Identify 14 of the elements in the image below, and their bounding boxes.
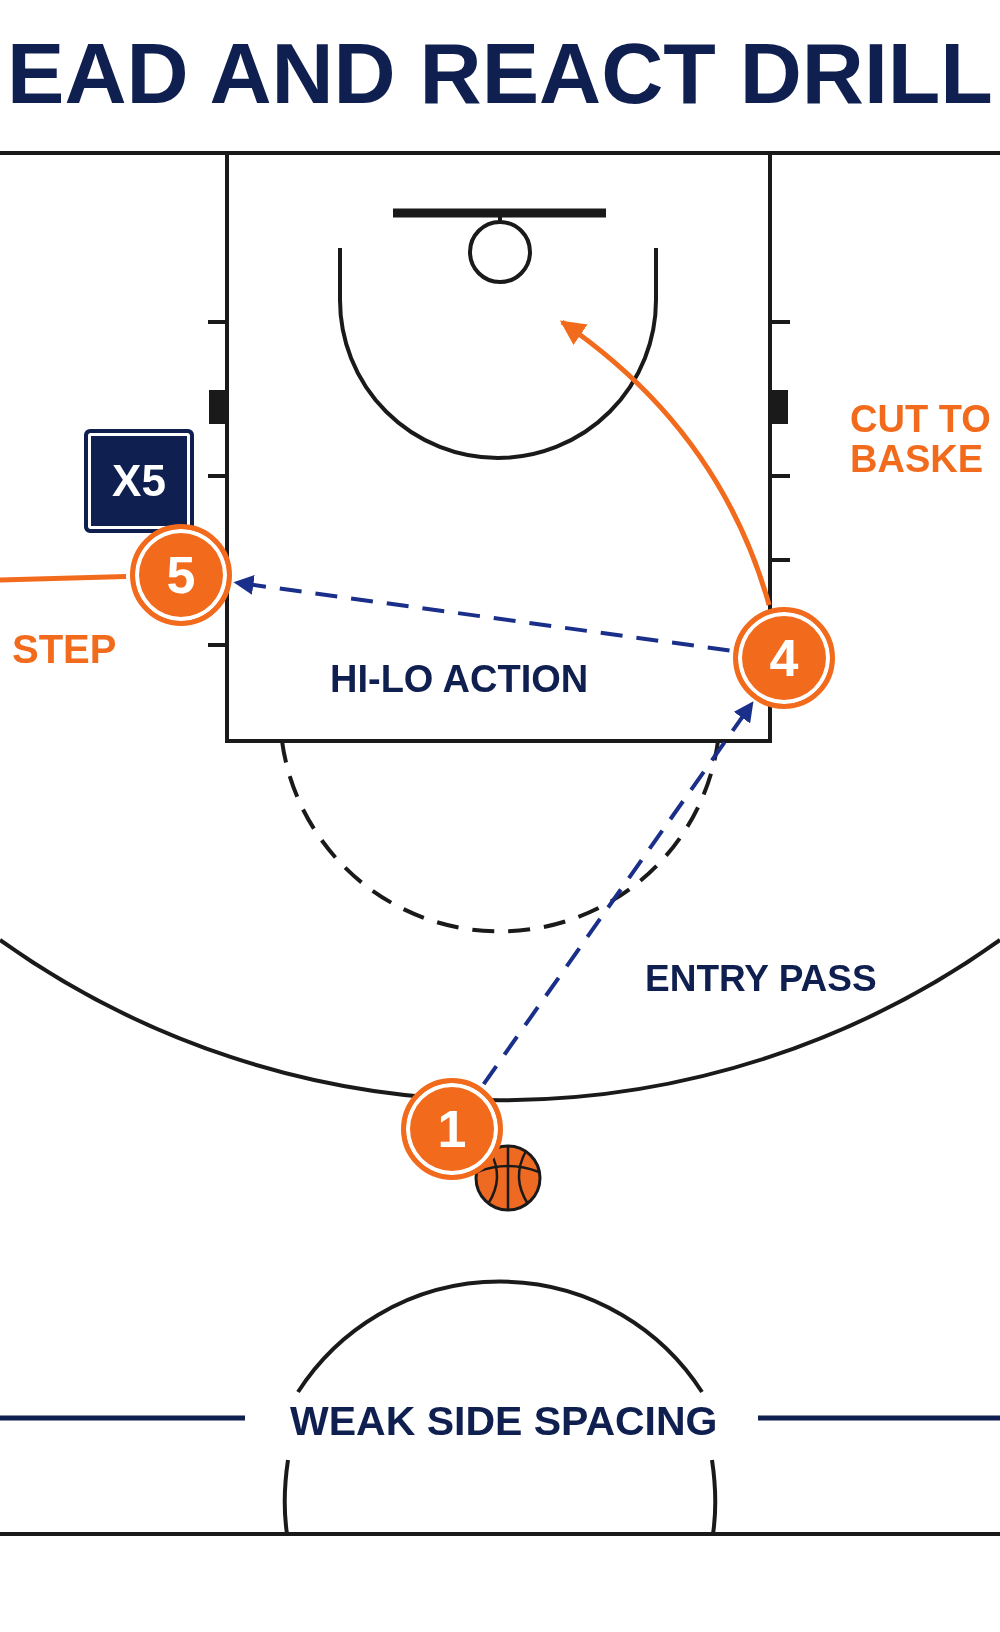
play-label: CUT TO BASKE [850, 400, 992, 480]
play-label: STEP [12, 628, 117, 670]
line [0, 574, 127, 583]
arrow [233, 575, 730, 653]
arrow [482, 701, 754, 1086]
player-circle: 4 [733, 607, 835, 709]
player-circle: 5 [130, 524, 232, 626]
title: EAD AND REACT DRILL [6, 28, 994, 119]
play-label: ENTRY PASS [645, 960, 877, 999]
zone-label: WEAK SIDE SPACING [290, 1400, 718, 1444]
defender-marker: X5 [84, 429, 194, 533]
play-label: HI-LO ACTION [330, 660, 589, 700]
arrow [559, 319, 772, 606]
player-circle: 1 [401, 1078, 503, 1180]
